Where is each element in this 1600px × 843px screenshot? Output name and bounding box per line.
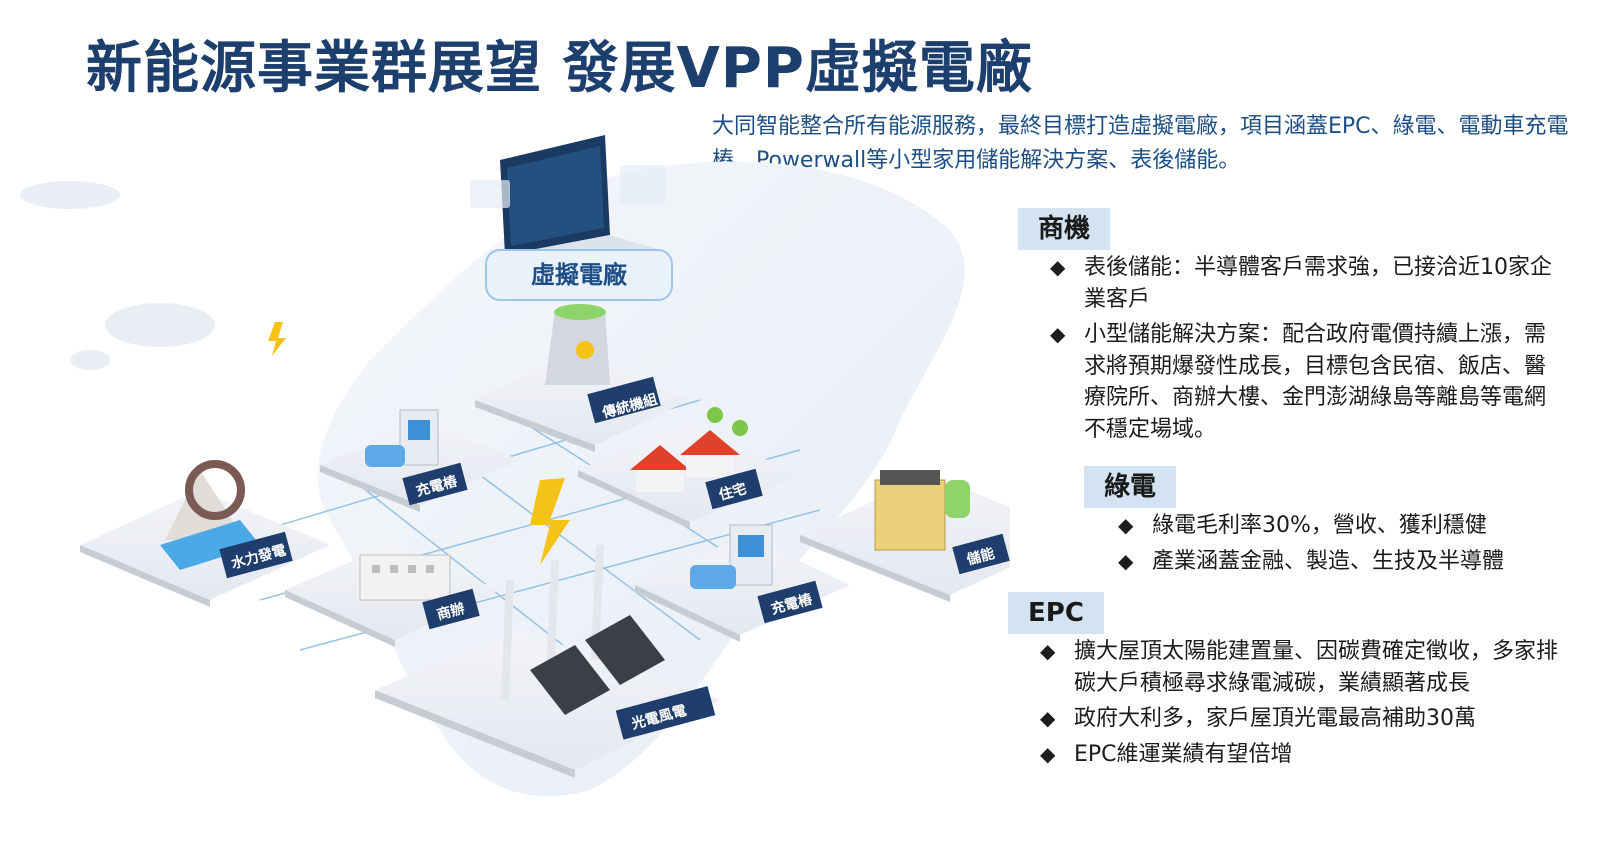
diamond-bullet-icon: ◆ [1040,741,1056,766]
epc-heading: EPC [1008,592,1104,634]
platform-label: 儲能 [964,545,996,569]
green-power-list: ◆ 綠電毛利率30%，營收、獲利穩健 ◆ 產業涵蓋金融、製造、生技及半導體 [1114,510,1594,581]
platform-solar-wind: 光電風電 [375,478,720,778]
list-item: ◆ EPC維運業績有望倍增 [1036,739,1561,771]
list-item: ◆ 擴大屋頂太陽能建置量、因碳費確定徵收，多家排碳大戶積極尋求綠電減碳，業績顯著… [1036,636,1561,699]
list-item: ◆ 表後儲能：半導體客戶需求強，已接洽近10家企業客戶 [1046,252,1556,315]
lightning-icon [268,322,286,356]
platform-hydro: 水力發電 [80,460,330,607]
vpp-hub-label: 虛擬電廠 [531,261,628,289]
platform-residential: 住宅 [578,407,800,529]
platform-storage: 儲能 [800,470,1010,602]
diamond-bullet-icon: ◆ [1040,639,1056,663]
business-heading: 商機 [1018,208,1111,250]
page-title: 新能源事業群展望 發展VPP虛擬電廠 [86,36,1033,101]
vpp-illustration: 傳統機組 充電樁 住宅 水力發電 儲能 [20,135,1010,797]
diamond-bullet-icon: ◆ [1050,255,1066,279]
list-item: ◆ 綠電毛利率30%，營收、獲利穩健 [1114,510,1594,542]
diamond-bullet-icon: ◆ [1050,322,1066,346]
vpp-hub: 虛擬電廠 [470,135,673,301]
page-subtitle: 大同智能整合所有能源服務，最終目標打造虛擬電廠，項目涵蓋EPC、綠電、電動車充電… [712,114,1569,173]
platform-label: 商辦 [435,600,466,624]
island-shape [20,181,120,209]
platform-charging-bottom: 充電樁 [635,524,850,642]
list-item: ◆ 政府大利多，家戶屋頂光電最高補助30萬 [1036,703,1561,735]
platform-traditional: 傳統機組 [475,304,690,452]
list-item: ◆ 產業涵蓋金融、製造、生技及半導體 [1114,546,1594,578]
diamond-bullet-icon: ◆ [1040,706,1056,730]
diamond-bullet-icon: ◆ [1118,513,1134,537]
island-shape [105,303,215,347]
epc-list: ◆ 擴大屋頂太陽能建置量、因碳費確定徵收，多家排碳大戶積極尋求綠電減碳，業績顯著… [1036,636,1561,774]
green-power-heading: 綠電 [1084,466,1177,508]
platform-label: 住宅 [717,480,748,504]
island-shape [70,350,110,370]
business-list: ◆ 表後儲能：半導體客戶需求強，已接洽近10家企業客戶 ◆ 小型儲能解決方案：配… [1046,252,1556,449]
list-item: ◆ 小型儲能解決方案：配合政府電價持續上漲，需求將預期爆發性成長，目標包含民宿、… [1046,319,1556,445]
diamond-bullet-icon: ◆ [1118,548,1134,573]
platform-commercial: 商辦 [285,545,500,647]
